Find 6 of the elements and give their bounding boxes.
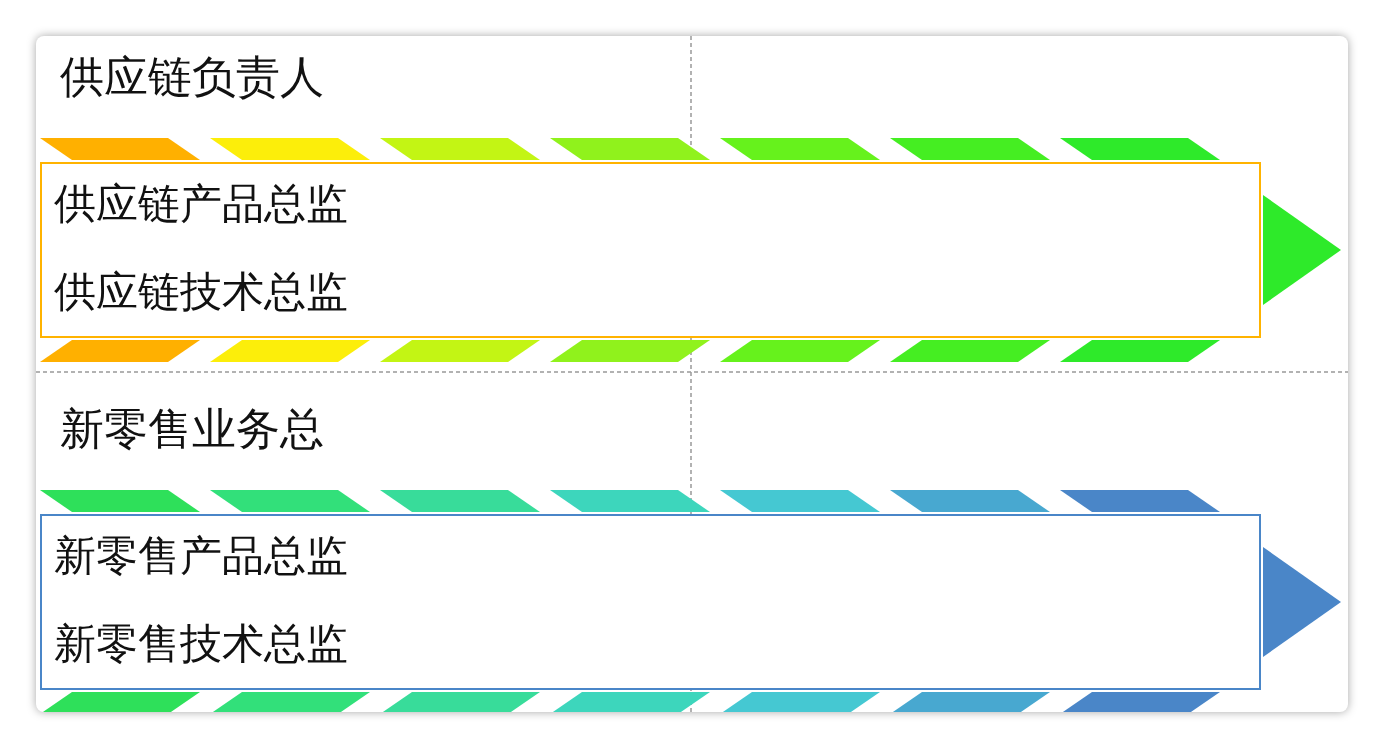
role-title: 供应链产品总监: [54, 178, 348, 230]
section-heading: 供应链负责人: [60, 50, 324, 104]
role-title: 新零售技术总监: [54, 618, 348, 670]
section-heading: 新零售业务总: [60, 402, 324, 456]
role-title: 新零售产品总监: [54, 530, 348, 582]
role-title: 供应链技术总监: [54, 266, 348, 318]
